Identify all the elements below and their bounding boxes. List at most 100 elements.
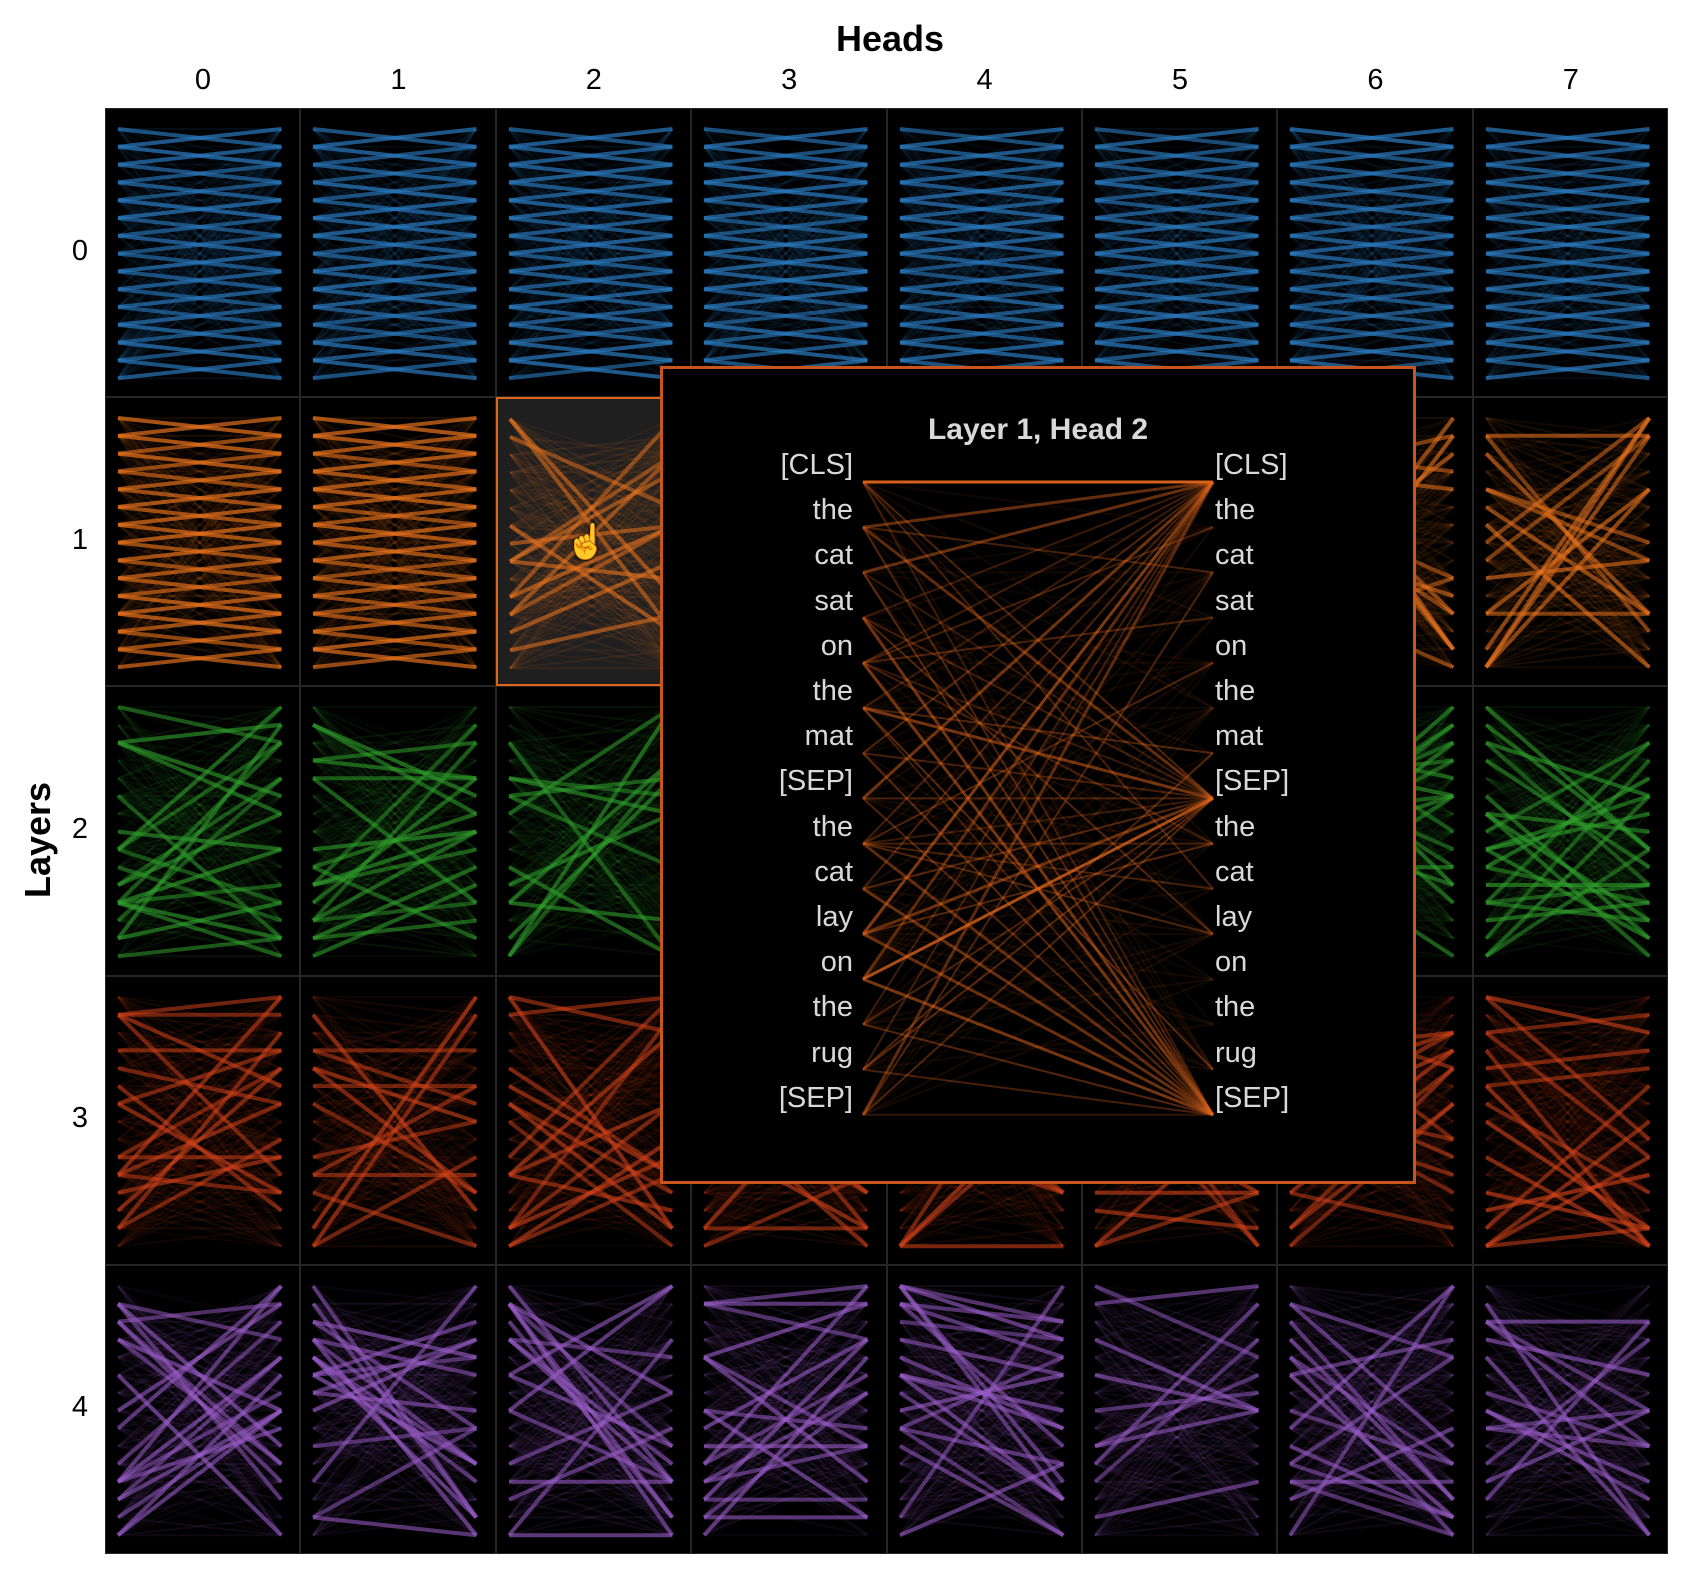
attention-line [1094,199,1260,326]
attention-line [117,1031,283,1211]
attention-line [312,524,478,598]
attention-line [1485,559,1650,633]
attention-line [508,1285,673,1429]
attention-line [899,181,1064,273]
attention-cell-layer-1-head-0[interactable] [105,397,301,687]
attention-line [1485,217,1650,344]
attention-line [117,1391,282,1430]
attention-line [508,1084,673,1176]
attention-line [508,251,673,274]
attention-line [509,560,674,652]
attention-line [312,541,478,651]
attention-line [1484,794,1651,959]
attention-line [508,1013,673,1158]
attention-line [703,181,869,326]
attention-line [1484,1101,1651,1195]
attention-line [1485,270,1650,362]
attention-line [703,181,868,255]
attention-line [703,323,868,362]
attention-cell-layer-0-head-0[interactable] [105,108,301,398]
attention-line [312,452,478,562]
attention-line [117,1320,283,1483]
attention-line [508,1209,673,1229]
attention-line [312,777,478,958]
attention-cell-layer-2-head-2[interactable] [495,686,692,976]
attention-line [899,233,1064,256]
attention-lines [311,1284,479,1537]
attention-line [1094,251,1259,274]
attention-line [117,1391,282,1430]
attention-line [703,322,868,345]
attention-line [508,777,673,904]
attention-line [1485,128,1650,308]
attention-cell-layer-0-head-1[interactable] [300,108,496,398]
attention-cell-layer-3-head-2[interactable] [495,975,692,1265]
attention-cell-layer-0-head-4[interactable] [886,108,1082,398]
attention-cell-layer-3-head-7[interactable] [1472,975,1669,1265]
attention-line [313,323,478,362]
head-label-7: 7 [1562,64,1579,96]
attention-line [507,1013,674,1230]
attention-line [117,1031,283,1194]
attention-cell-layer-3-head-1[interactable] [300,975,496,1265]
attention-cell-layer-1-head-1[interactable] [300,397,496,687]
attention-line [899,217,1064,273]
attention-cell-layer-2-head-1[interactable] [300,686,496,976]
attention-line [312,199,478,273]
attention-cell-layer-4-head-2[interactable] [495,1264,692,1554]
attention-line [1485,1138,1650,1212]
attention-line [313,995,478,1034]
attention-line [508,217,673,362]
attention-line [1485,435,1650,491]
attention-cell-layer-1-head-2[interactable] [495,397,692,687]
attention-line [117,163,282,219]
attention-line [312,1155,478,1229]
attention-line [508,920,673,958]
attention-cell-layer-4-head-0[interactable] [105,1264,301,1554]
attention-line [117,741,283,799]
attention-line [1485,648,1650,669]
attention-line [703,128,868,184]
attention-cell-layer-0-head-2[interactable] [495,108,692,398]
attention-line [1289,234,1455,344]
attention-line [117,1013,282,1034]
attention-line [509,453,674,492]
attention-line [117,1155,282,1247]
attention-line [704,1356,868,1376]
attention-line [1485,724,1650,762]
attention-line [899,288,1064,362]
attention-line [898,181,1064,326]
attention-line [117,199,282,308]
attention-cell-layer-4-head-3[interactable] [691,1264,887,1554]
attention-line [508,340,673,363]
attention-line [508,742,673,816]
attention-line [1290,252,1455,291]
attention-line [508,831,673,922]
attention-line [313,269,478,292]
attention-line [1485,1013,1650,1123]
attention-cell-layer-1-head-7[interactable] [1472,397,1669,687]
attention-line [703,234,869,344]
attention-line [1485,760,1650,904]
attention-line [312,777,479,905]
attention-line [117,181,282,273]
attention-line [1289,181,1455,379]
attention-cell-layer-0-head-5[interactable] [1082,108,1278,398]
attention-line [1485,1084,1650,1194]
attention-cell-layer-4-head-1[interactable] [300,1264,496,1554]
attention-line [312,524,478,669]
attention-line [1290,180,1455,203]
attention-line [703,1191,868,1247]
attention-line [312,1138,478,1229]
attention-cell-layer-2-head-0[interactable] [105,686,301,976]
attention-cell-layer-0-head-3[interactable] [691,108,887,398]
attention-line [508,848,673,905]
attention-cell-layer-3-head-0[interactable] [105,975,301,1265]
attention-cell-layer-0-head-6[interactable] [1277,108,1473,398]
attention-cell-layer-2-head-7[interactable] [1472,686,1669,976]
attention-line [312,1048,478,1106]
attention-line [117,288,282,380]
attention-line [508,1102,673,1194]
attention-line [312,831,478,940]
attention-cell-layer-0-head-7[interactable] [1472,108,1669,398]
